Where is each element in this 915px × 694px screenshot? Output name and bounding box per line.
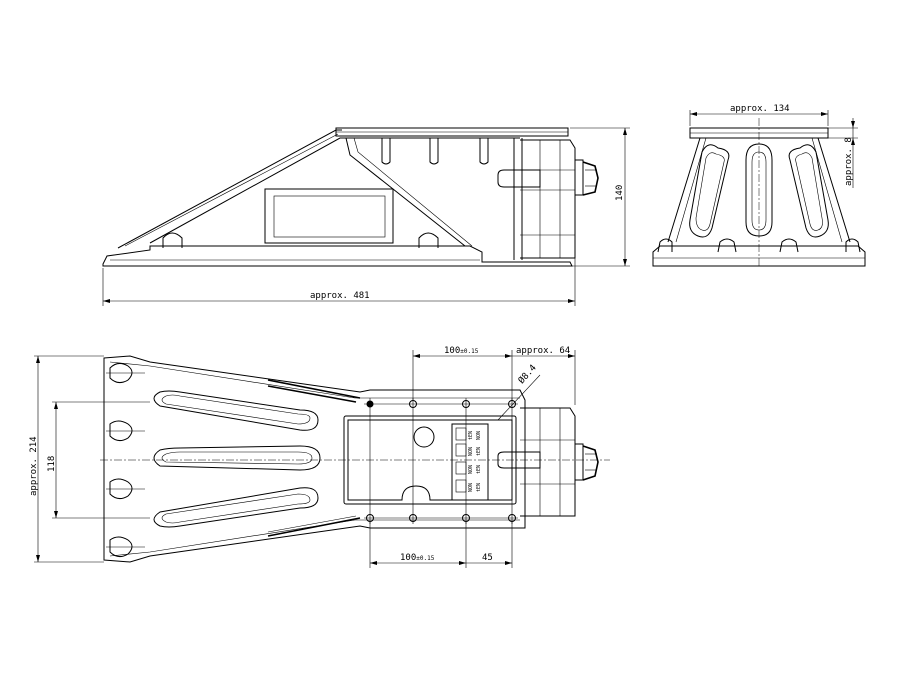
front-width-dimension: approx. 134 <box>730 104 790 114</box>
switch-1-label-a: tEN <box>468 431 474 440</box>
bottom-offset-dimension: 45 <box>482 553 493 563</box>
top-hole-spacing-dimension: 100±0.15 <box>444 346 479 356</box>
top-view: tEN NON NON tEN NON tEN NON tEN <box>29 346 610 568</box>
bottom-hole-spacing-dimension: 100±0.15 <box>400 553 435 563</box>
end-offset-dimension: approx. 64 <box>516 346 570 356</box>
switch-4-label-a: NON <box>468 483 474 492</box>
switch-2-label-a: NON <box>468 447 474 456</box>
switch-4-label-b: tEN <box>476 483 482 492</box>
switch-3-label-a: NON <box>468 465 474 474</box>
switch-2-label-b: tEN <box>476 447 482 456</box>
side-view: approx. 481 140 <box>102 127 630 306</box>
switch-3-label-b: tEN <box>476 465 482 474</box>
front-flange-dimension: approx. 8 <box>844 137 854 186</box>
overall-width-dimension: approx. 214 <box>29 436 39 496</box>
switch-1-label-b: NON <box>476 431 482 440</box>
side-height-dimension: 140 <box>615 185 625 201</box>
hole-diameter-dimension: Ø8.4 <box>516 363 539 386</box>
front-view: approx. 134 approx. 8 <box>652 104 866 268</box>
side-length-dimension: approx. 481 <box>310 291 370 301</box>
inner-width-dimension: 118 <box>47 456 57 472</box>
